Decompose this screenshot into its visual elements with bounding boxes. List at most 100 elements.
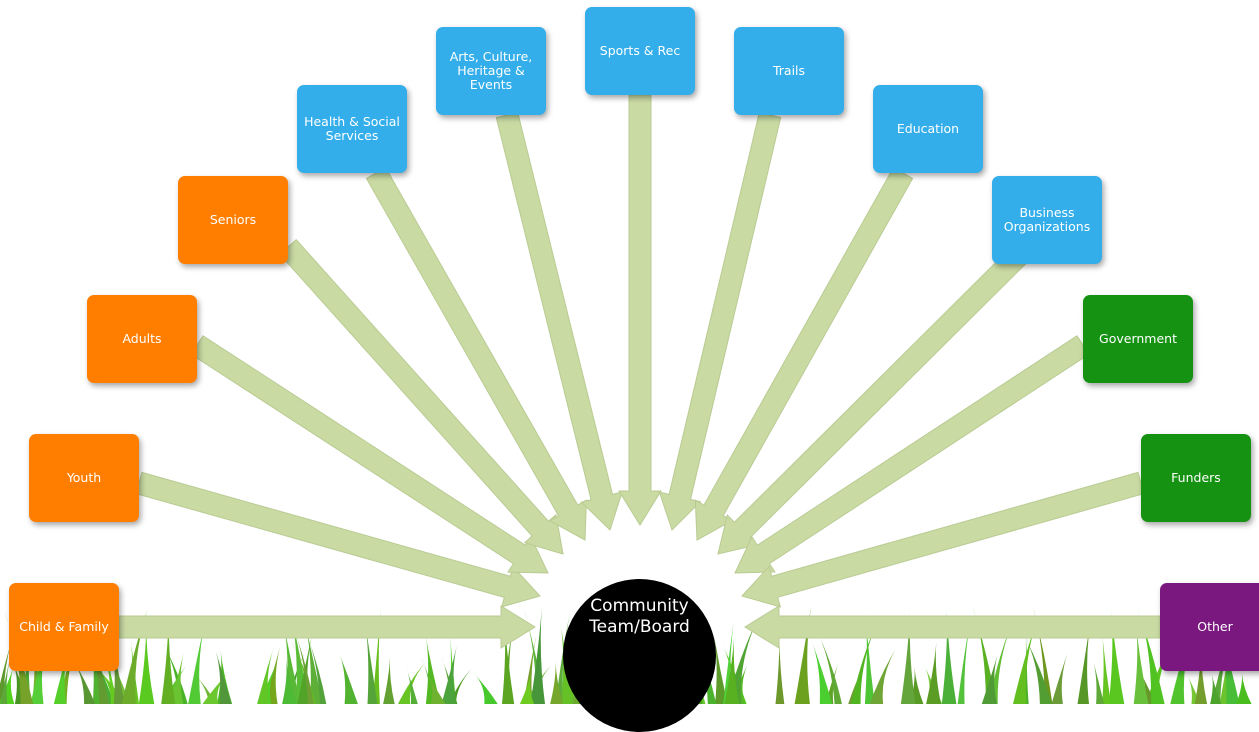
node-education: Education	[873, 85, 983, 173]
grass-blade	[72, 658, 96, 704]
node-arts-label: Arts, Culture, Heritage & Events	[449, 49, 533, 92]
grass-blade	[170, 653, 184, 704]
node-other-label: Other	[1197, 619, 1233, 634]
grass-blade	[426, 672, 446, 704]
grass-blade	[425, 633, 441, 704]
node-education-label: Education	[896, 121, 960, 136]
arrow-business-to-center	[717, 238, 1036, 555]
grass-blade	[523, 635, 537, 704]
arrow-funders-to-center	[741, 471, 1145, 608]
grass-blade	[530, 607, 545, 704]
node-health-label: Health & Social Services	[304, 114, 400, 143]
node-funders: Funders	[1141, 434, 1251, 522]
arrow-youth-to-center	[135, 471, 541, 608]
center-community-team-board: Community Team/Board	[563, 579, 716, 732]
grass-blade	[12, 661, 31, 704]
grass-blade	[1102, 632, 1111, 704]
arrows-layer	[118, 94, 1161, 649]
node-child-family-label: Child & Family	[19, 619, 109, 634]
grass-blade	[775, 635, 785, 704]
grass-blade	[519, 673, 534, 704]
grass-blade	[814, 624, 842, 704]
arrow-trails-to-center	[658, 111, 782, 531]
grass-blade	[383, 657, 395, 704]
node-business-organizations: Business Organizations	[992, 176, 1102, 264]
grass-blade	[1210, 673, 1222, 704]
node-business-label: Business Organizations	[1003, 205, 1091, 234]
arrow-child-family-to-center	[118, 605, 536, 649]
node-government-label: Government	[1099, 331, 1177, 346]
grass-blade	[59, 608, 87, 704]
grass-blade	[0, 659, 10, 704]
grass-blade	[1133, 623, 1149, 704]
grass-blade	[555, 612, 571, 704]
grass-blade	[713, 632, 728, 704]
arrow-education-to-center	[694, 166, 914, 541]
node-child-family: Child & Family	[9, 583, 119, 671]
grass-blade	[0, 642, 12, 704]
grass-blade	[304, 619, 323, 704]
grass-blade	[1194, 645, 1208, 704]
grass-blade	[291, 621, 314, 704]
node-arts-culture-heritage-events: Arts, Culture, Heritage & Events	[436, 27, 546, 115]
grass-blade	[110, 632, 125, 704]
grass-blade	[1137, 607, 1165, 704]
grass-blade	[1051, 653, 1068, 704]
grass-blade	[810, 637, 833, 704]
grass-blade	[188, 624, 205, 704]
grass-blade	[305, 630, 327, 704]
node-other: Other	[1160, 583, 1259, 671]
grass-blade	[981, 654, 998, 704]
grass-blade	[724, 636, 740, 704]
grass-blade	[869, 649, 896, 704]
node-trails: Trails	[734, 27, 844, 115]
grass-blade	[560, 622, 576, 704]
node-funders-label: Funders	[1171, 470, 1221, 485]
grass-blade	[257, 649, 274, 704]
grass-blade	[502, 616, 515, 704]
grass-blade	[364, 618, 378, 704]
grass-blade	[926, 642, 942, 704]
grass-blade	[472, 671, 498, 704]
node-youth-label: Youth	[66, 470, 102, 485]
grass-blade	[1013, 621, 1037, 704]
node-youth: Youth	[29, 434, 139, 522]
grass-blade	[282, 658, 297, 704]
node-sports-label: Sports & Rec	[599, 43, 681, 58]
grass-blade	[1077, 621, 1091, 704]
node-seniors: Seniors	[178, 176, 288, 264]
grass-blade	[138, 622, 155, 704]
arrow-sports-to-center	[618, 94, 662, 526]
arrow-arts-to-center	[495, 111, 623, 531]
grass-blade	[441, 645, 457, 704]
grass-blade	[1022, 631, 1052, 704]
grass-blade	[160, 639, 188, 704]
grass-blade	[957, 618, 971, 704]
grass-blade	[851, 623, 877, 704]
arrow-seniors-to-center	[279, 238, 564, 555]
grass-blade	[337, 649, 358, 704]
node-adults: Adults	[87, 295, 197, 383]
node-government: Government	[1083, 295, 1193, 383]
grass-blade	[161, 614, 176, 704]
arrow-other-to-center	[744, 605, 1161, 649]
grass-blade	[1236, 672, 1252, 704]
node-trails-label: Trails	[772, 63, 806, 78]
diagram-stage: Child & Family Youth Adults Seniors Heal…	[0, 7, 1259, 732]
grass-blade	[1032, 605, 1053, 704]
arrow-government-to-center	[734, 335, 1090, 574]
grass-blade	[1140, 672, 1157, 704]
grass-blade	[723, 620, 734, 704]
grass-blade	[794, 606, 812, 704]
grass-blade	[1092, 658, 1105, 704]
grass-blade	[550, 661, 564, 704]
arrow-health-to-center	[365, 166, 587, 541]
grass-blade	[214, 646, 232, 704]
node-health-social-services: Health & Social Services	[297, 85, 407, 173]
grass-blade	[1212, 618, 1238, 704]
node-seniors-label: Seniors	[209, 212, 257, 227]
grass-blade	[941, 609, 957, 704]
center-label: Community Team/Board	[589, 595, 690, 637]
grass-blade	[900, 610, 916, 704]
node-adults-label: Adults	[122, 331, 162, 346]
